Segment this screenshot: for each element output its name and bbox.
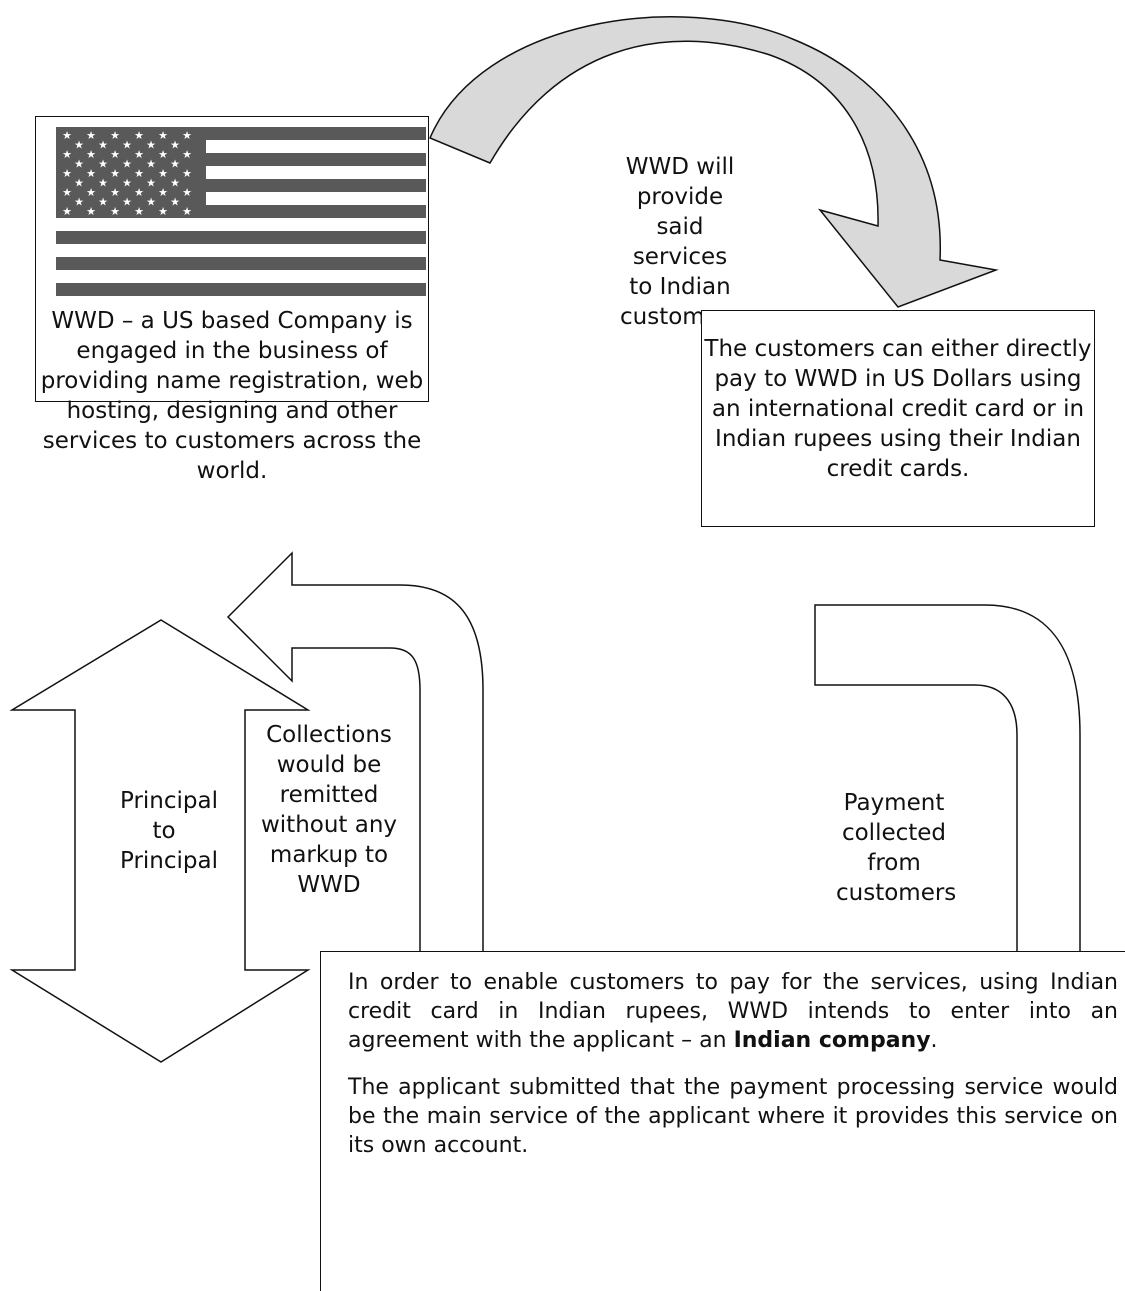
flag-star: ★ [86, 205, 96, 218]
flag-star: ★ [158, 186, 168, 199]
flag-star: ★ [158, 129, 168, 142]
flag-star: ★ [182, 186, 192, 199]
flag-stripe [56, 231, 426, 244]
customers-payment-box: The customers can either directly pay to… [701, 310, 1095, 527]
flag-star: ★ [98, 196, 108, 209]
wwd-description: WWD – a US based Company is engaged in t… [40, 308, 424, 484]
flag-star: ★ [122, 177, 132, 190]
flag-star: ★ [134, 129, 144, 142]
flag-star: ★ [182, 148, 192, 161]
flag-star: ★ [62, 186, 72, 199]
flag-star: ★ [146, 177, 156, 190]
applicant-box: In order to enable customers to pay for … [320, 951, 1125, 1291]
flag-star: ★ [74, 158, 84, 171]
flag-star: ★ [110, 148, 120, 161]
flag-star: ★ [134, 167, 144, 180]
flag-star: ★ [110, 167, 120, 180]
flag-star: ★ [170, 158, 180, 171]
flag-star: ★ [122, 139, 132, 152]
customers-description: The customers can either directly pay to… [704, 336, 1092, 482]
flag-star: ★ [86, 186, 96, 199]
flag-star: ★ [110, 205, 120, 218]
flag-canton [56, 127, 206, 218]
flag-star: ★ [110, 186, 120, 199]
flag-star: ★ [170, 177, 180, 190]
flag-star: ★ [62, 167, 72, 180]
paragraph-1-end: . [930, 1028, 938, 1053]
curved-arrow-services [429, 16, 999, 308]
flag-star: ★ [122, 196, 132, 209]
applicant-paragraph-2: The applicant submitted that the payment… [348, 1075, 1118, 1158]
flag-star: ★ [158, 205, 168, 218]
flag-star: ★ [98, 158, 108, 171]
flag-star: ★ [98, 177, 108, 190]
flag-star: ★ [182, 167, 192, 180]
flag-star: ★ [158, 148, 168, 161]
flag-star: ★ [74, 177, 84, 190]
services-label: WWD will provide said services to Indian… [620, 154, 741, 330]
double-arrow-principal [9, 619, 311, 1063]
flag-star: ★ [86, 148, 96, 161]
flag-star: ★ [62, 129, 72, 142]
flag-star: ★ [182, 205, 192, 218]
flag-star: ★ [62, 205, 72, 218]
flag-star: ★ [146, 196, 156, 209]
wwd-company-box: ★★★★★★★★★★★★★★★★★★★★★★★★★★★★★★★★★★★★★★★★… [35, 116, 429, 484]
us-flag-icon: ★★★★★★★★★★★★★★★★★★★★★★★★★★★★★★★★★★★★★★★★… [56, 127, 426, 296]
flag-star: ★ [182, 129, 192, 142]
paragraph-1-text: In order to enable customers to pay for … [348, 970, 1118, 1053]
flag-star: ★ [134, 205, 144, 218]
applicant-paragraph-1: In order to enable customers to pay for … [348, 968, 1118, 1055]
flag-star: ★ [86, 167, 96, 180]
flag-star: ★ [134, 186, 144, 199]
flag-star: ★ [74, 196, 84, 209]
payment-label: Payment collected from customers [836, 790, 957, 906]
flag-star: ★ [146, 158, 156, 171]
flag-star: ★ [158, 167, 168, 180]
bent-arrow-collections [226, 551, 484, 1063]
flag-star: ★ [170, 196, 180, 209]
flag-star: ★ [134, 148, 144, 161]
flag-star: ★ [170, 139, 180, 152]
flag-star: ★ [98, 139, 108, 152]
flag-star: ★ [110, 129, 120, 142]
flag-star: ★ [122, 158, 132, 171]
flag-star: ★ [86, 129, 96, 142]
flag-stripe [56, 283, 426, 296]
flag-stripe [56, 257, 426, 270]
indian-company-emphasis: Indian company [733, 1028, 931, 1053]
principal-label: Principal to Principal [120, 788, 219, 874]
flag-star: ★ [62, 148, 72, 161]
flag-star: ★ [146, 139, 156, 152]
collections-label: Collections would be remitted without an… [260, 722, 398, 898]
flag-star: ★ [74, 139, 84, 152]
